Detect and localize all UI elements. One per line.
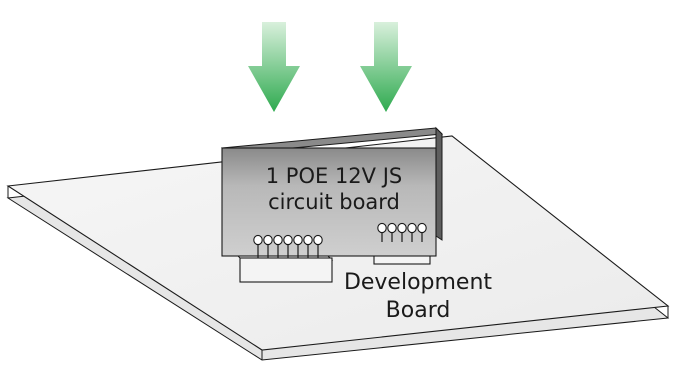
pin-head	[397, 222, 407, 234]
insertion-arrows	[248, 22, 412, 112]
pin-head	[273, 234, 283, 246]
down-arrow-icon	[360, 22, 412, 112]
module-label-line-1: 1 POE 12V JS	[265, 164, 403, 188]
header-socket-left	[236, 253, 334, 283]
down-arrow-icon	[248, 22, 300, 112]
module-pins-right	[377, 222, 427, 242]
board-label-line-1: Development	[343, 270, 493, 295]
pin-head	[283, 234, 293, 246]
pin-head	[293, 234, 303, 246]
pin-head	[303, 234, 313, 246]
pin-head	[417, 222, 427, 234]
module-label-line-2: circuit board	[268, 190, 400, 214]
pin-head	[407, 222, 417, 234]
pin-head	[377, 222, 387, 234]
pin-head	[387, 222, 397, 234]
board-label-line-2: Board	[385, 298, 451, 323]
pin-head	[263, 234, 273, 246]
module-pins-left	[253, 234, 323, 258]
pin-head	[313, 234, 323, 246]
pin-head	[253, 234, 263, 246]
